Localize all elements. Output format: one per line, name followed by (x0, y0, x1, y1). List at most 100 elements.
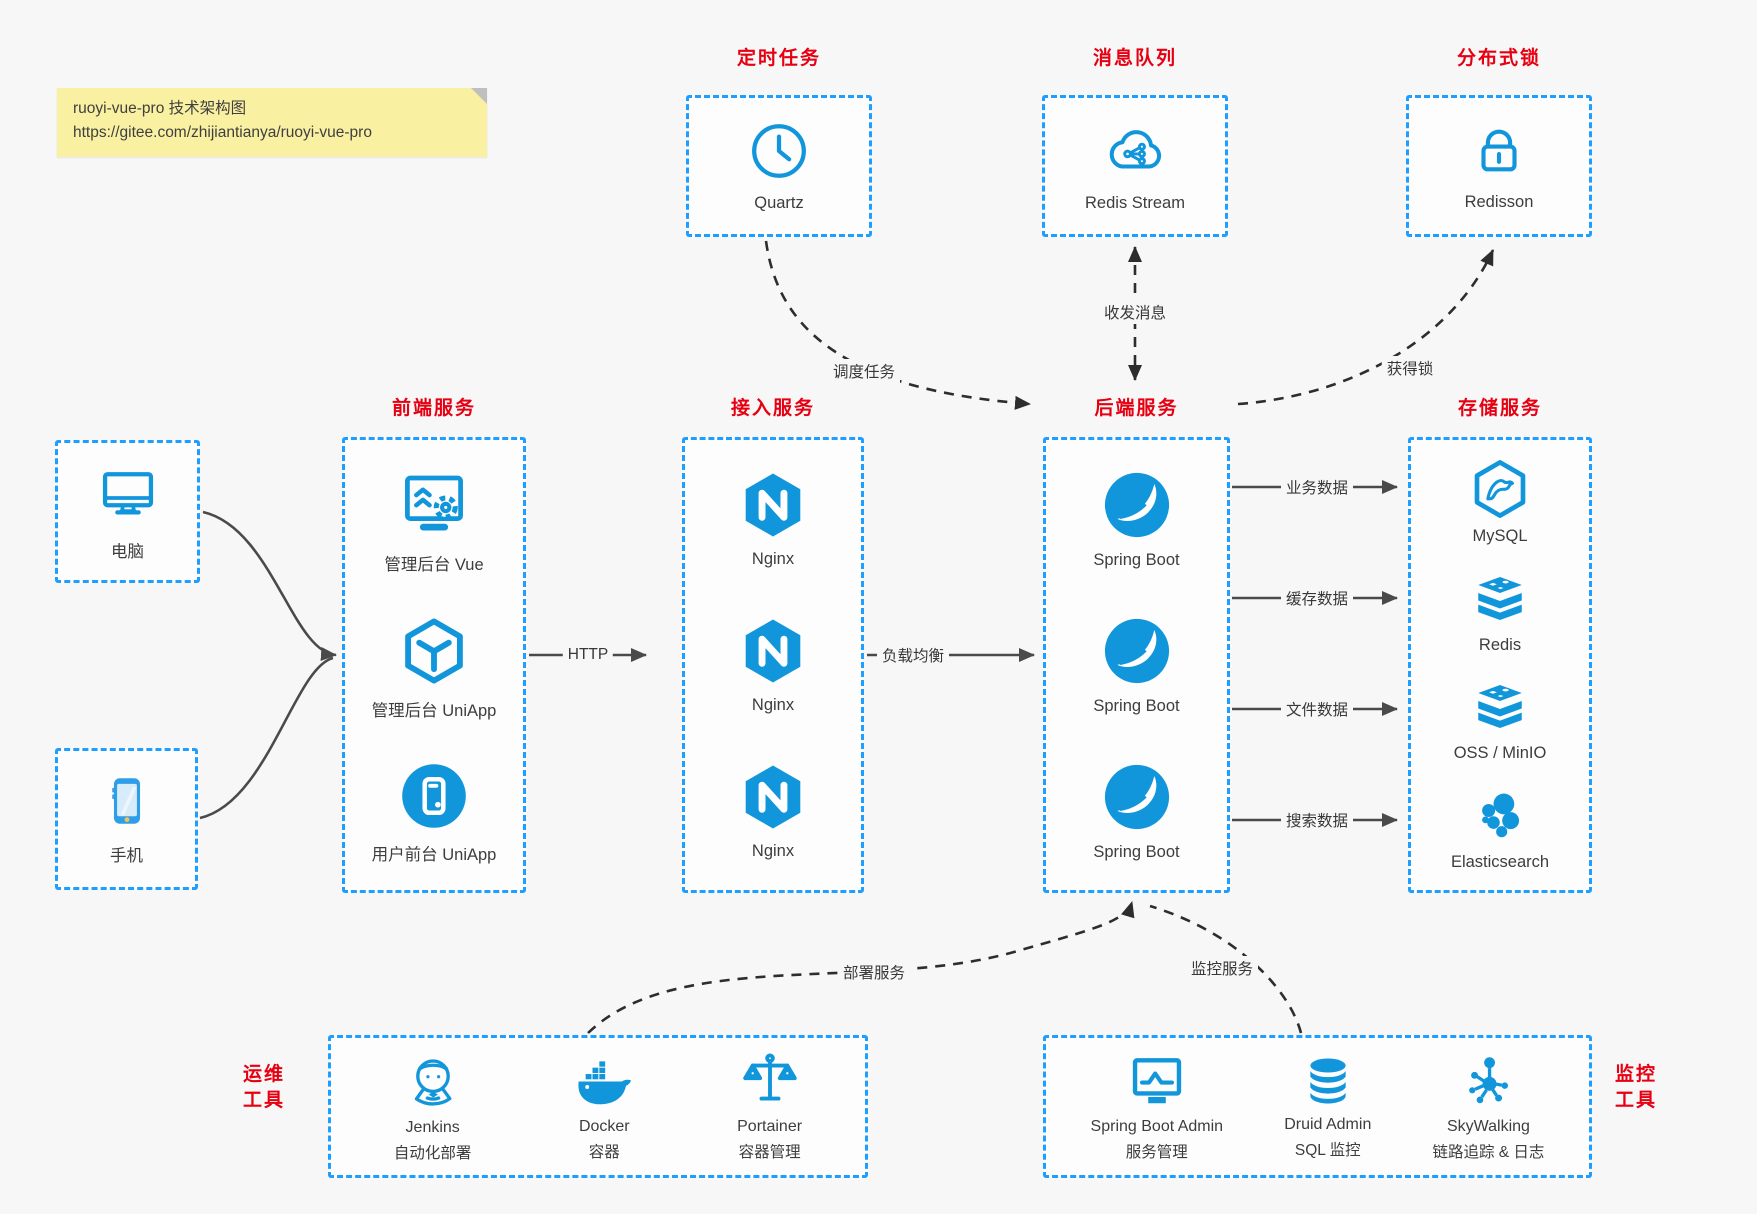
node-label-spring-boot-1: Spring Boot (1093, 551, 1180, 569)
node-label-spring-boot-admin: Spring Boot Admin (1090, 1118, 1224, 1136)
node-label-mysql: MySQL (1472, 527, 1528, 546)
node-label-portainer: Portainer (737, 1118, 803, 1136)
redis-icon (1471, 571, 1529, 629)
group-title-frontend: 前端服务 (391, 398, 476, 419)
node-sublabel-docker: 容器 (588, 1143, 620, 1161)
node-label-druid-admin: Druid Admin (1284, 1116, 1372, 1134)
node-druid-admin: Druid Admin SQL 监控 (1284, 1052, 1371, 1161)
ops-tools-label-line1: 运维 (242, 1064, 285, 1085)
node-label-spring-boot-3: Spring Boot (1093, 843, 1180, 861)
node-label-skywalking: SkyWalking (1446, 1118, 1530, 1136)
ops-tools-label-line2: 工具 (242, 1090, 285, 1111)
edge-schedule-task (764, 240, 1031, 410)
nginx-icon (737, 615, 809, 687)
nginx-icon (737, 761, 809, 833)
group-title-gateway: 接入服务 (730, 398, 815, 419)
node-jenkins: Jenkins 自动化部署 (393, 1049, 472, 1164)
node-sublabel-jenkins: 自动化部署 (393, 1144, 472, 1162)
node-label-phone: 手机 (110, 847, 143, 865)
user-app-icon (398, 760, 470, 832)
jenkins-icon (400, 1049, 466, 1113)
node-label-nginx-2: Nginx (751, 696, 795, 714)
node-elasticsearch: Elasticsearch (1411, 788, 1589, 872)
uniapp-cube-icon (397, 614, 471, 688)
skywalking-icon (1457, 1050, 1519, 1112)
edge-label-cache-data: 缓存数据 (1280, 586, 1354, 610)
node-user-uniapp: 用户前台 UniApp (345, 760, 523, 865)
group-backend: 后端服务 Spring Boot Spring Boot Spring Boot (1043, 396, 1230, 893)
node-label-elasticsearch: Elasticsearch (1450, 852, 1550, 871)
edge-label-monitor-service: 监控服务 (1185, 956, 1259, 980)
group-scheduled-task: 定时任务 Quartz (686, 46, 872, 237)
node-nginx-3: Nginx (685, 761, 861, 861)
client-phone-box: 手机 (55, 748, 198, 890)
node-skywalking: SkyWalking 链路追踪 & 日志 (1432, 1050, 1544, 1163)
edge-label-http: HTTP (562, 645, 614, 665)
monitor-tools-label-line1: 监控 (1614, 1064, 1657, 1085)
edge-label-search-data: 搜索数据 (1280, 808, 1354, 832)
edge-label-schedule-task: 调度任务 (827, 359, 901, 383)
lock-icon (1468, 120, 1530, 182)
node-spring-boot-3: Spring Boot (1046, 760, 1227, 862)
edge-deploy-service (587, 901, 1135, 1034)
spring-boot-icon (1100, 760, 1174, 834)
admin-vue-icon (395, 466, 473, 542)
node-label-jenkins: Jenkins (405, 1119, 460, 1137)
group-title-message-queue: 消息队列 (1092, 48, 1177, 69)
node-label-admin-vue: 管理后台 Vue (384, 555, 484, 574)
node-sublabel-spring-boot-admin: 服务管理 (1125, 1143, 1188, 1161)
group-title-backend: 后端服务 (1094, 398, 1179, 419)
node-admin-vue: 管理后台 Vue (345, 466, 523, 575)
note-title: ruoyi-vue-pro 技术架构图 (73, 100, 247, 117)
backend-box: Spring Boot Spring Boot Spring Boot (1043, 437, 1230, 893)
storage-box: MySQL Redis OSS / MinIO Elasticsearch (1408, 437, 1592, 893)
edge-pc-to-frontend (202, 510, 337, 661)
node-label-redis: Redis (1478, 635, 1522, 654)
group-storage: 存储服务 MySQL Redis OSS / MinIO Elasticsear… (1408, 396, 1592, 893)
ops-tools-box: Jenkins 自动化部署 Docker 容器 Portainer 容器管理 (328, 1035, 868, 1178)
edge-label-deploy-service: 部署服务 (837, 960, 911, 984)
redis-stream-box: Redis Stream (1042, 95, 1228, 237)
gateway-box: Nginx Nginx Nginx (682, 437, 864, 893)
spring-boot-icon (1100, 468, 1174, 542)
node-label-admin-uniapp: 管理后台 UniApp (371, 701, 497, 720)
node-nginx-2: Nginx (685, 615, 861, 715)
portainer-icon (739, 1050, 801, 1112)
node-label-user-uniapp: 用户前台 UniApp (371, 845, 497, 864)
group-frontend: 前端服务 管理后台 Vue 管理后台 UniApp 用户前台 UniApp (342, 396, 526, 893)
quartz-box: Quartz (686, 95, 872, 237)
frontend-box: 管理后台 Vue 管理后台 UniApp 用户前台 UniApp (342, 437, 526, 893)
monitor-tools-label: 监控 工具 (1608, 1062, 1664, 1114)
node-oss-minio: OSS / MinIO (1411, 679, 1589, 763)
node-mysql: MySQL (1411, 458, 1589, 546)
node-spring-boot-2: Spring Boot (1046, 614, 1227, 716)
spring-boot-icon (1100, 614, 1174, 688)
desktop-icon (95, 462, 161, 526)
note-url: https://gitee.com/zhijiantianya/ruoyi-vu… (73, 124, 372, 142)
node-label-redisson: Redisson (1464, 193, 1534, 211)
docker-icon (569, 1050, 639, 1112)
node-nginx-1: Nginx (685, 469, 861, 569)
spring-boot-admin-icon (1124, 1050, 1190, 1112)
monitor-tools-box: Spring Boot Admin 服务管理 Druid Admin SQL 监… (1043, 1035, 1592, 1178)
edge-acquire-lock (1237, 249, 1495, 406)
node-spring-boot-admin: Spring Boot Admin 服务管理 (1090, 1050, 1224, 1163)
node-sublabel-skywalking: 链路追踪 & 日志 (1432, 1143, 1545, 1161)
cloud-stream-icon (1099, 119, 1171, 183)
node-label-nginx-3: Nginx (751, 842, 795, 860)
nginx-icon (737, 469, 809, 541)
druid-icon (1299, 1052, 1357, 1110)
group-message-queue: 消息队列 Redis Stream (1042, 46, 1228, 237)
group-title-scheduled-task: 定时任务 (736, 48, 821, 69)
node-label-docker: Docker (578, 1118, 630, 1136)
node-label-pc: 电脑 (111, 542, 144, 561)
clock-icon (747, 119, 811, 183)
edge-phone-to-frontend (199, 656, 334, 820)
node-docker: Docker 容器 (569, 1050, 639, 1163)
node-sublabel-druid-admin: SQL 监控 (1294, 1141, 1361, 1159)
node-label-oss-minio: OSS / MinIO (1453, 744, 1547, 763)
node-sublabel-portainer: 容器管理 (738, 1143, 801, 1161)
group-distributed-lock: 分布式锁 Redisson (1406, 46, 1592, 237)
edge-label-business-data: 业务数据 (1280, 475, 1354, 499)
